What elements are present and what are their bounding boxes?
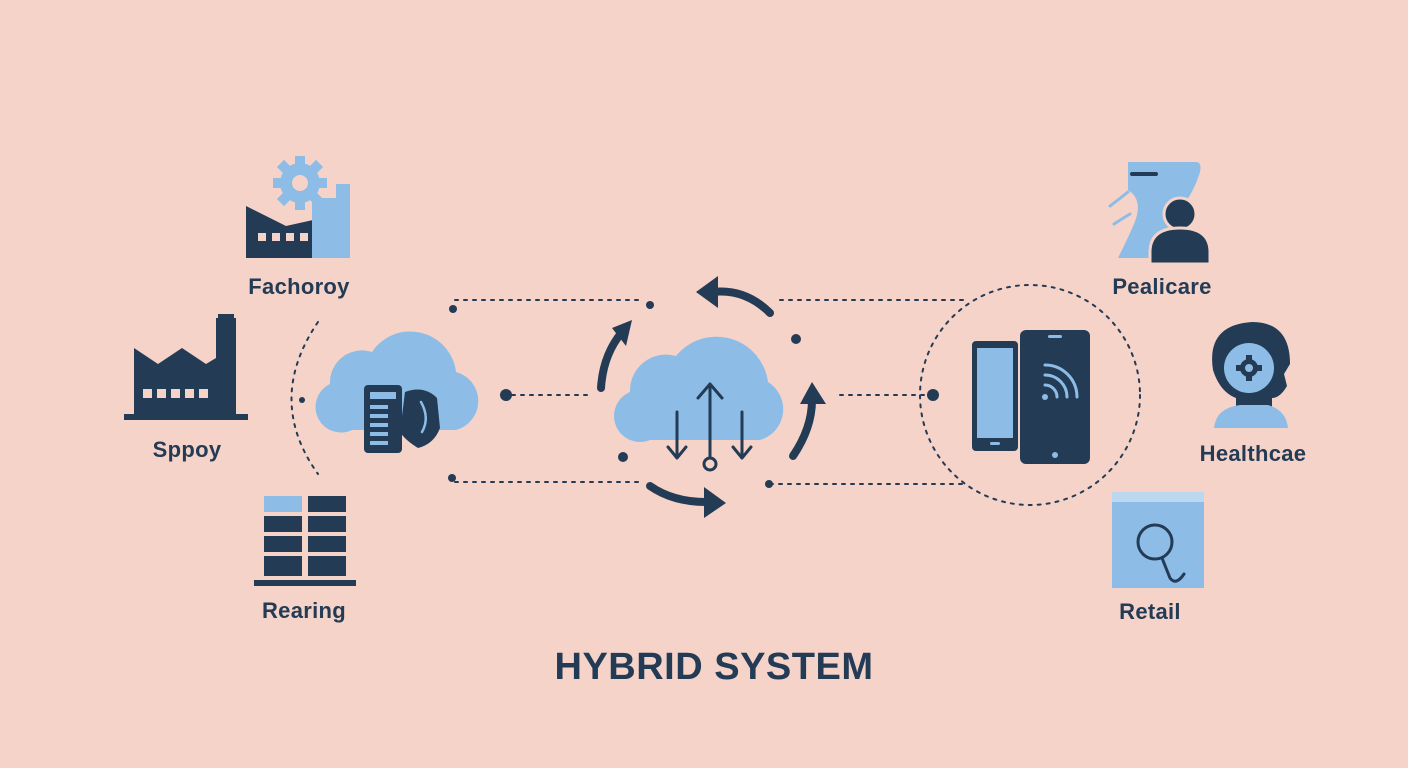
diagram-title: HYBRID SYSTEM — [554, 646, 874, 688]
search-panel-icon — [1112, 492, 1204, 588]
node-label-fachoroy: Fachoroy — [248, 274, 350, 299]
dot — [618, 452, 628, 462]
node-label-healthcae: Healthcae — [1199, 441, 1307, 466]
dot — [765, 480, 773, 488]
head-gear-icon — [1212, 322, 1290, 428]
dot — [299, 397, 305, 403]
person-profile-icon — [1108, 162, 1212, 266]
factory-gear-icon — [246, 156, 350, 258]
server-rack-icon — [254, 496, 356, 586]
connectors — [290, 284, 1141, 506]
cloud-device-icon — [315, 331, 479, 453]
node-label-rearing: Rearing — [261, 598, 347, 623]
dot — [500, 389, 512, 401]
node-label-pealicare: Pealicare — [1112, 274, 1212, 299]
node-label-sppoy: Sppoy — [152, 437, 222, 462]
dot — [927, 389, 939, 401]
factory-icon — [124, 314, 248, 420]
node-label-retail: Retail — [1119, 599, 1181, 624]
dot — [646, 301, 654, 309]
connector-dots — [299, 301, 939, 488]
dot — [791, 334, 801, 344]
dot — [449, 305, 457, 313]
right-dotted-circle — [919, 284, 1141, 506]
mobile-devices-icon — [972, 330, 1090, 464]
dot — [448, 474, 456, 482]
cloud-sync-icon — [597, 276, 826, 518]
left-arc — [290, 321, 319, 475]
